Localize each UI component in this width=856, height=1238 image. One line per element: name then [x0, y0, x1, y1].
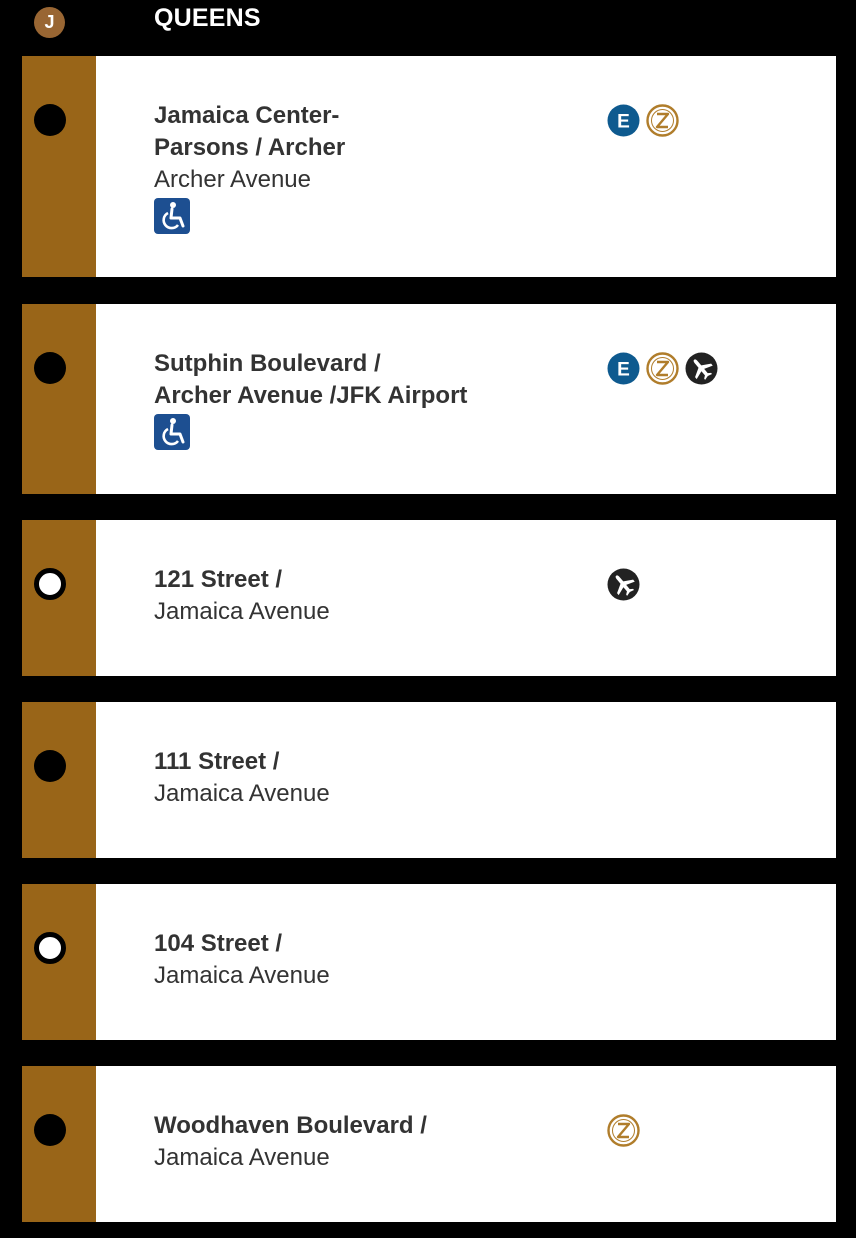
station-card[interactable]: 104 Street / Jamaica Avenue — [22, 884, 836, 1040]
express-stop-dot — [34, 352, 66, 384]
line-strip — [22, 304, 96, 494]
airplane-icon[interactable] — [685, 352, 718, 385]
station-card[interactable]: Sutphin Boulevard / Archer Avenue /JFK A… — [22, 304, 836, 494]
station-street: Jamaica Avenue — [154, 780, 330, 807]
station-street: Jamaica Avenue — [154, 1144, 330, 1171]
line-strip — [22, 1066, 96, 1222]
station-street: Archer Avenue — [154, 166, 311, 193]
line-strip — [22, 520, 96, 676]
station-name[interactable]: Jamaica Center- Parsons / Archer — [154, 102, 346, 161]
accessibility-icon — [154, 414, 190, 450]
station-name[interactable]: 104 Street / — [154, 930, 283, 957]
line-strip — [22, 884, 96, 1040]
station-card[interactable]: Jamaica Center- Parsons / Archer Archer … — [22, 56, 836, 277]
station-name[interactable]: Woodhaven Boulevard / — [154, 1112, 427, 1139]
station-name[interactable]: Sutphin Boulevard / Archer Avenue /JFK A… — [154, 350, 468, 409]
z-train-icon[interactable] — [646, 104, 679, 137]
station-card[interactable]: 121 Street / Jamaica Avenue — [22, 520, 836, 676]
connections: E — [607, 352, 718, 385]
e-letter: E — [617, 360, 630, 381]
station-street: Jamaica Avenue — [154, 598, 330, 625]
express-stop-dot — [34, 750, 66, 782]
express-stop-dot — [34, 1114, 66, 1146]
line-strip — [22, 702, 96, 858]
line-strip — [22, 56, 96, 277]
e-train-icon[interactable]: E — [607, 104, 640, 137]
express-stop-dot — [34, 104, 66, 136]
borough-title: QUEENS — [154, 4, 261, 32]
z-train-icon[interactable] — [607, 1114, 640, 1147]
station-street: Jamaica Avenue — [154, 962, 330, 989]
connections — [607, 568, 640, 601]
station-name[interactable]: 121 Street / — [154, 566, 283, 593]
station-name[interactable]: 111 Street / — [154, 748, 280, 775]
connections: E — [607, 104, 679, 137]
j-train-icon: J — [34, 7, 65, 38]
station-card[interactable]: 111 Street / Jamaica Avenue — [22, 702, 836, 858]
local-stop-dot — [34, 568, 66, 600]
e-train-icon[interactable]: E — [607, 352, 640, 385]
airplane-icon[interactable] — [607, 568, 640, 601]
connections — [607, 1114, 640, 1147]
borough-header: J QUEENS — [0, 0, 856, 56]
z-train-icon[interactable] — [646, 352, 679, 385]
e-letter: E — [617, 112, 630, 133]
local-stop-dot — [34, 932, 66, 964]
accessibility-icon — [154, 198, 190, 234]
station-card[interactable]: Woodhaven Boulevard / Jamaica Avenue — [22, 1066, 836, 1222]
